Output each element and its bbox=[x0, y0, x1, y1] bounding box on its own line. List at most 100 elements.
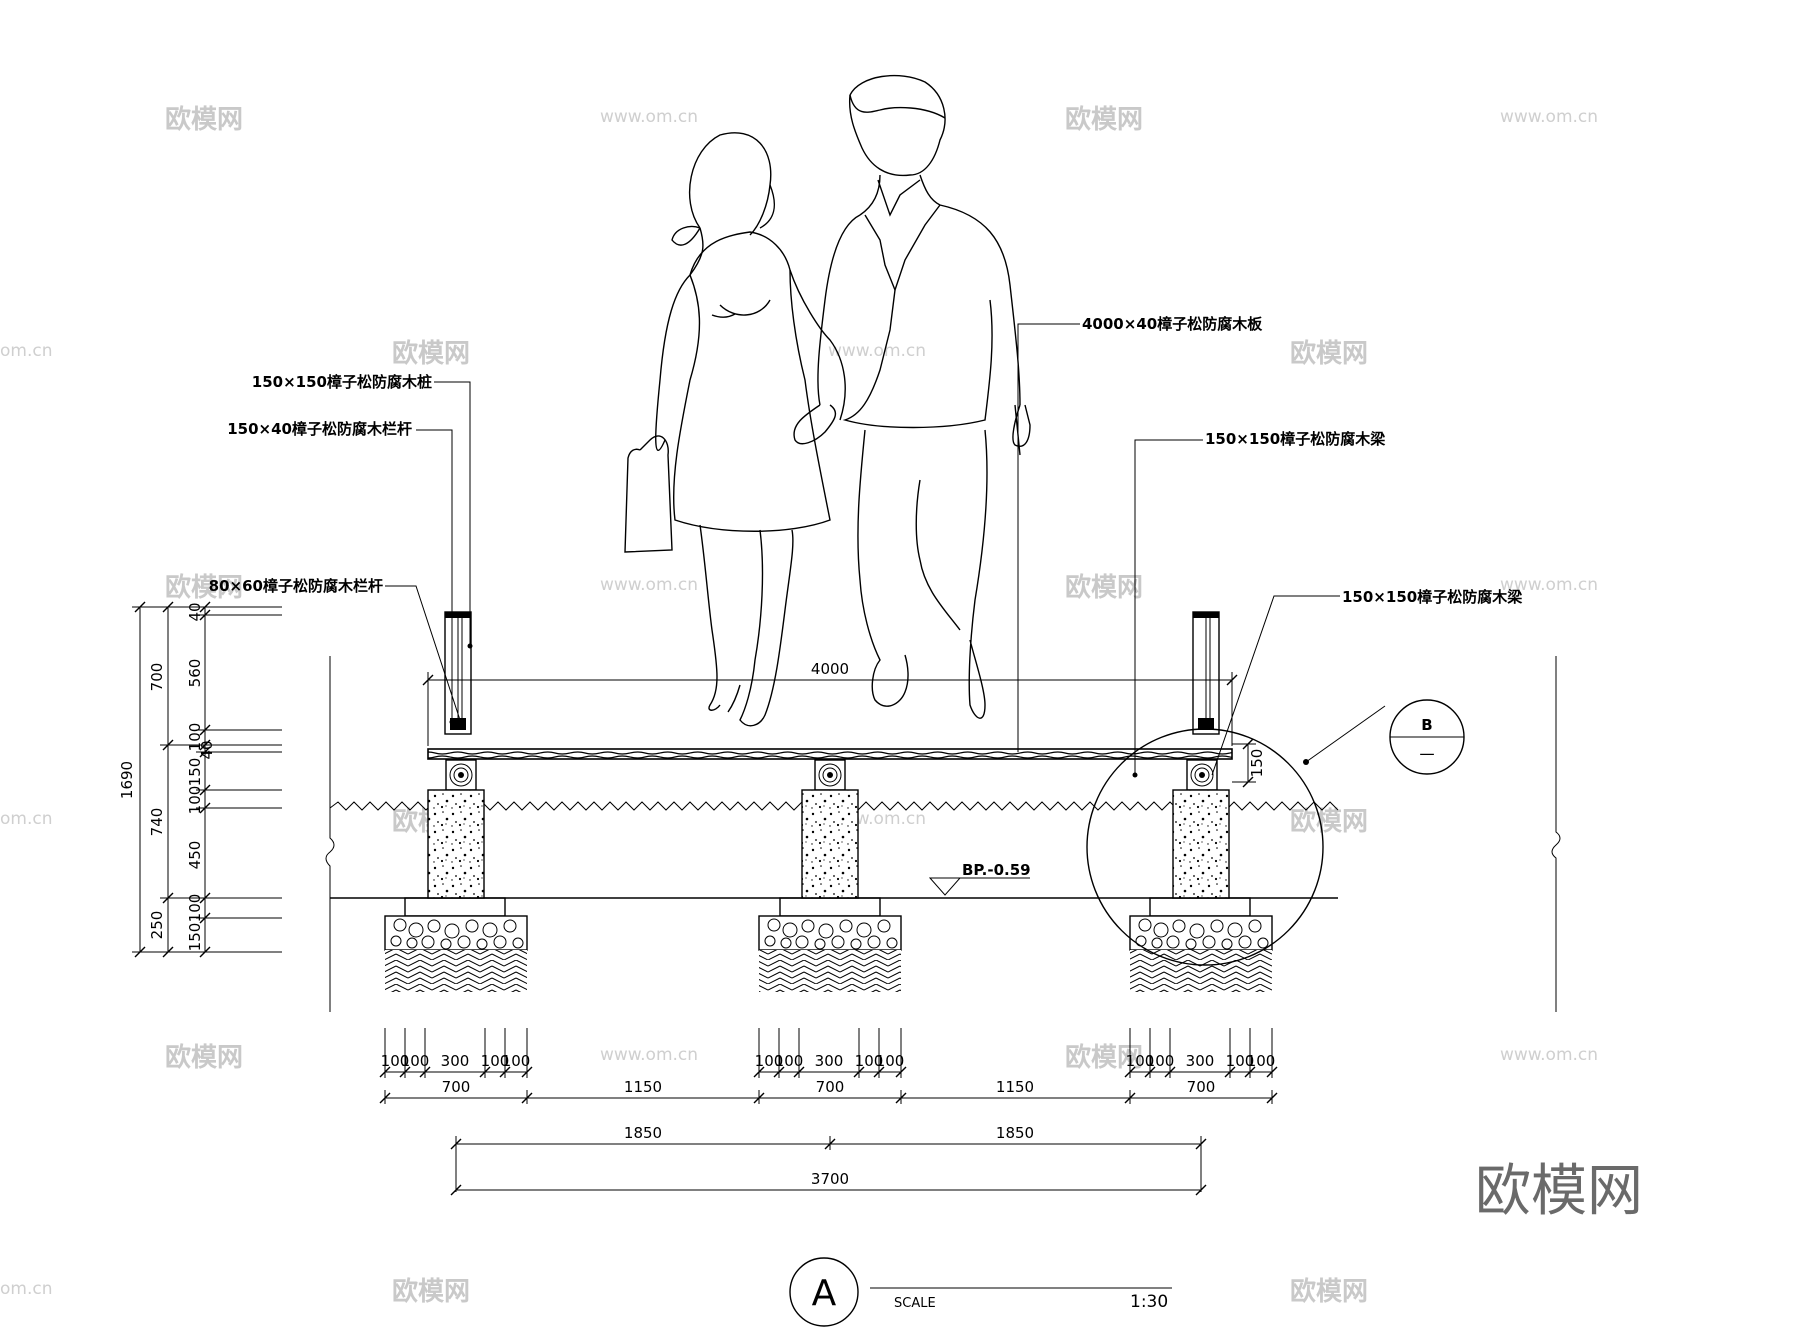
detail-circle bbox=[1086, 728, 1324, 966]
watermark-brand: 欧模网 bbox=[1065, 104, 1143, 135]
svg-text:150: 150 bbox=[186, 758, 204, 787]
watermark-url: om.cn bbox=[0, 1279, 53, 1299]
left-break-line bbox=[325, 656, 335, 1012]
watermark-url: www.om.cn bbox=[600, 575, 698, 595]
annotation-rail-150x40: 150×40樟子松防腐木栏杆 bbox=[227, 420, 455, 725]
left-railing-post bbox=[444, 611, 472, 735]
svg-text:700: 700 bbox=[1187, 1078, 1216, 1096]
right-break-line bbox=[1551, 656, 1561, 1012]
watermark-brand: 欧模网 bbox=[165, 1042, 243, 1073]
annotation-deck-board: 4000×40樟子松防腐木板 bbox=[1017, 315, 1263, 752]
svg-text:100: 100 bbox=[186, 894, 204, 923]
pier-middle bbox=[758, 789, 902, 992]
watermark-url: www.om.cn bbox=[600, 1045, 698, 1065]
annotation-rail-80x60: 80×60樟子松防腐木栏杆 bbox=[209, 577, 461, 721]
annotation-beam-upper: 150×150樟子松防腐木梁 bbox=[1132, 430, 1386, 778]
watermark-url: www.om.cn bbox=[600, 107, 698, 127]
svg-text:450: 450 bbox=[186, 841, 204, 870]
fine-dim-label: 300 bbox=[1186, 1052, 1215, 1070]
watermark-url: om.cn bbox=[0, 809, 53, 829]
svg-text:3700: 3700 bbox=[811, 1170, 849, 1188]
level-mark: BP.-0.59 bbox=[928, 861, 1031, 896]
fine-dim-label: 100 bbox=[481, 1052, 510, 1070]
detail-leader-dot bbox=[1303, 759, 1309, 765]
deck-board bbox=[427, 748, 1233, 760]
dim-beam-height: 150 bbox=[1232, 738, 1266, 788]
detail-callout-letter: B bbox=[1421, 716, 1432, 734]
svg-text:250: 250 bbox=[148, 911, 166, 940]
svg-text:4000×40樟子松防腐木板: 4000×40樟子松防腐木板 bbox=[1082, 315, 1263, 333]
svg-text:80×60樟子松防腐木栏杆: 80×60樟子松防腐木栏杆 bbox=[209, 577, 383, 595]
annotation-beam-lower: 150×150樟子松防腐木梁 bbox=[1211, 588, 1523, 776]
title-circle bbox=[789, 1257, 859, 1327]
svg-text:1690: 1690 bbox=[118, 761, 136, 799]
watermark-brand: 欧模网 bbox=[1290, 338, 1368, 369]
fine-dim-label: 100 bbox=[1247, 1052, 1276, 1070]
right-railing-post bbox=[1192, 611, 1220, 735]
dim-deck-span: 4000 bbox=[422, 660, 1238, 746]
watermark-brand: 欧模网 bbox=[392, 1276, 470, 1307]
fine-dim-label: 300 bbox=[441, 1052, 470, 1070]
watermark-brand: 欧模网 bbox=[392, 338, 470, 369]
fine-dim-label: 100 bbox=[381, 1052, 410, 1070]
svg-text:40: 40 bbox=[198, 740, 216, 759]
post-cap bbox=[445, 612, 471, 618]
dim-left-fine: 40 560 100 40 150 100 450 100 150 bbox=[186, 601, 282, 958]
detail-callout-sub: 一 bbox=[1419, 746, 1434, 764]
watermark-url: om.cn bbox=[0, 341, 53, 361]
fine-dim-label: 100 bbox=[855, 1052, 884, 1070]
dim-bottom-mid: 700 1150 700 1150 700 bbox=[379, 1078, 1278, 1104]
svg-text:700: 700 bbox=[442, 1078, 471, 1096]
scale-label: SCALE bbox=[894, 1296, 936, 1311]
svg-text:150×150樟子松防腐木梁: 150×150樟子松防腐木梁 bbox=[1205, 430, 1386, 448]
fine-dim-label: 100 bbox=[1126, 1052, 1155, 1070]
fine-dim-label: 100 bbox=[1226, 1052, 1255, 1070]
watermark-brand: 欧模网 bbox=[165, 572, 243, 603]
svg-text:1150: 1150 bbox=[624, 1078, 662, 1096]
svg-text:40: 40 bbox=[186, 602, 204, 621]
watermark-url: www.om.cn bbox=[1500, 1045, 1598, 1065]
svg-text:4000: 4000 bbox=[811, 660, 849, 678]
pier-right bbox=[1129, 789, 1273, 992]
dim-bottom-half: 1850 1850 bbox=[450, 1124, 1207, 1192]
svg-text:740: 740 bbox=[148, 808, 166, 837]
beam-left bbox=[445, 759, 477, 791]
dim-left-total: 1690 bbox=[118, 601, 282, 958]
svg-text:BP.-0.59: BP.-0.59 bbox=[962, 861, 1031, 879]
post-base bbox=[1198, 718, 1214, 730]
svg-text:150×40樟子松防腐木栏杆: 150×40樟子松防腐木栏杆 bbox=[227, 420, 412, 438]
fine-dim-label: 300 bbox=[815, 1052, 844, 1070]
svg-text:150×150樟子松防腐木梁: 150×150樟子松防腐木梁 bbox=[1342, 588, 1523, 606]
post-cap bbox=[1193, 612, 1219, 618]
scale-value: 1:30 bbox=[1130, 1292, 1168, 1312]
watermark-url: www.om.cn bbox=[828, 341, 926, 361]
detail-leader bbox=[1305, 705, 1386, 763]
svg-text:1150: 1150 bbox=[996, 1078, 1034, 1096]
watermark-url: www.om.cn bbox=[1500, 575, 1598, 595]
svg-text:100: 100 bbox=[186, 786, 204, 815]
svg-text:150: 150 bbox=[186, 923, 204, 952]
svg-text:150×150樟子松防腐木桩: 150×150樟子松防腐木桩 bbox=[252, 373, 432, 391]
svg-text:700: 700 bbox=[816, 1078, 845, 1096]
fine-dim-label: 100 bbox=[502, 1052, 531, 1070]
man-figure bbox=[793, 74, 1031, 719]
dim-left-mid: 700 740 250 bbox=[148, 601, 282, 958]
fine-dim-label: 100 bbox=[401, 1052, 430, 1070]
woman-figure bbox=[624, 132, 846, 727]
beam-middle bbox=[814, 759, 846, 791]
fine-dim-label: 100 bbox=[1146, 1052, 1175, 1070]
svg-text:100: 100 bbox=[186, 723, 204, 752]
fine-dim-label: 100 bbox=[876, 1052, 905, 1070]
dim-bottom-total: 3700 bbox=[450, 1170, 1207, 1196]
fine-dim-label: 100 bbox=[775, 1052, 804, 1070]
pier-left bbox=[384, 789, 528, 992]
watermark-brand: 欧模网 bbox=[1290, 806, 1368, 837]
svg-text:700: 700 bbox=[148, 663, 166, 692]
annotation-pile: 150×150樟子松防腐木桩 bbox=[252, 373, 473, 649]
svg-text:560: 560 bbox=[186, 659, 204, 688]
brand-watermark: 欧模网 bbox=[1475, 1159, 1643, 1224]
